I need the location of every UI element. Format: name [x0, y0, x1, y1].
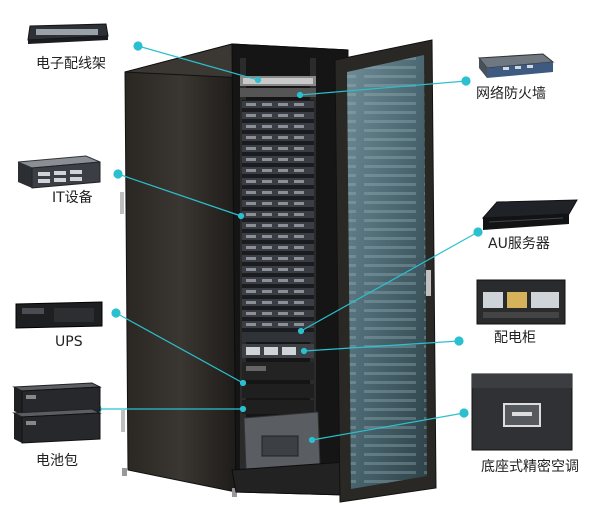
label-battery: 电池包 [36, 453, 78, 469]
it-equipment-icon [17, 155, 101, 189]
label-ac-unit: 底座式精密空调 [481, 459, 579, 475]
label-pdu: 配电柜 [494, 330, 536, 346]
label-au-server: AU服务器 [488, 236, 550, 252]
au-server-icon [481, 199, 578, 230]
cabinet-door [334, 39, 437, 503]
patch-panel-icon [27, 23, 109, 44]
label-firewall: 网络防火墙 [476, 86, 546, 102]
battery-icon [12, 382, 102, 444]
ups-icon [15, 301, 103, 329]
callout-lines [92, 41, 483, 444]
firewall-icon [478, 53, 555, 78]
label-patch-panel: 电子配线架 [36, 56, 106, 72]
label-ups: UPS [55, 334, 83, 350]
cabinet-interior [231, 43, 349, 496]
ac-unit-icon [471, 373, 573, 451]
pdu-icon [476, 279, 566, 325]
label-it-equipment: IT设备 [52, 190, 93, 206]
